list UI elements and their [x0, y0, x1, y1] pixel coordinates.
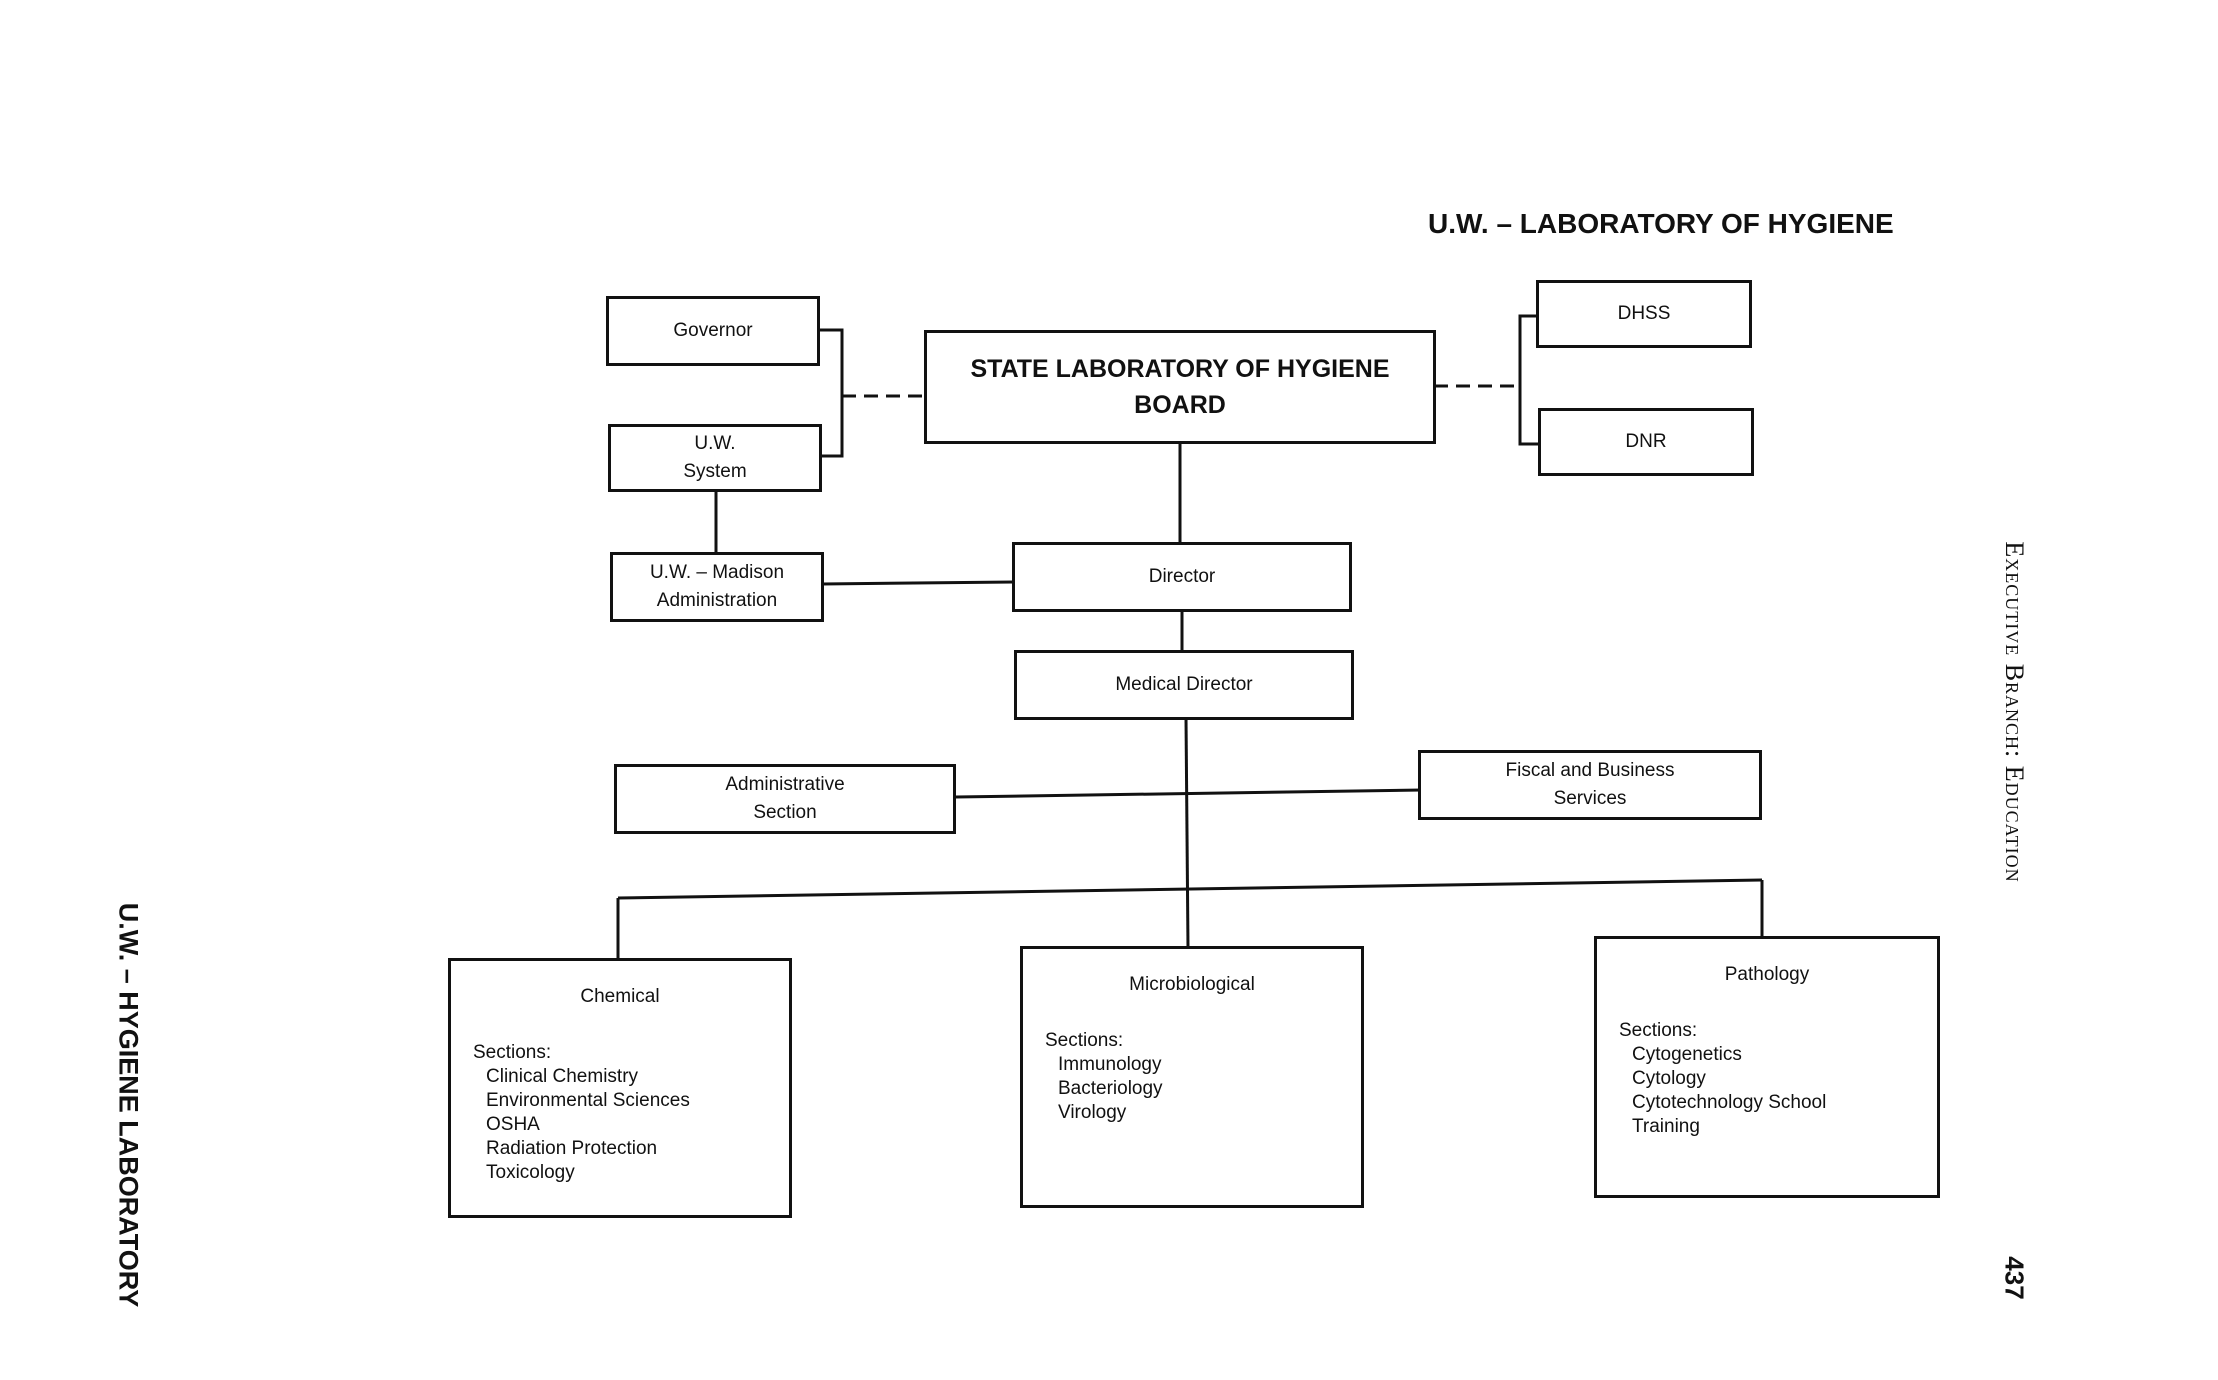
- division-pathology: Pathology Sections: Cytogenetics Cytolog…: [1594, 936, 1940, 1198]
- fiscal-line2: Services: [1553, 788, 1627, 809]
- section-item: Toxicology: [486, 1162, 575, 1183]
- section-item: Clinical Chemistry: [486, 1066, 639, 1087]
- uw-madison-label-line1: U.W. – Madison: [649, 562, 785, 583]
- section-item: Immunology: [1058, 1054, 1162, 1075]
- section-item: Training: [1632, 1116, 1700, 1137]
- division-title: Chemical: [580, 986, 660, 1007]
- dnr-label: DNR: [1625, 431, 1667, 452]
- connector-madison-director: [821, 580, 1015, 586]
- fiscal-box: Fiscal and Business Services: [1418, 750, 1762, 820]
- governor-box: Governor: [606, 296, 820, 366]
- division-title: Microbiological: [1129, 974, 1255, 995]
- sections-label: Sections:: [1045, 1030, 1124, 1051]
- board-box: STATE LABORATORY OF HYGIENE BOARD: [924, 330, 1436, 444]
- section-item: Radiation Protection: [486, 1138, 658, 1159]
- section-item: Cytogenetics: [1632, 1044, 1742, 1065]
- connector-division-bar: [617, 878, 1763, 900]
- page-title: U.W. – LABORATORY OF HYGIENE: [1428, 208, 1894, 239]
- medical-director-box: Medical Director: [1014, 650, 1354, 720]
- administrative-section-line1: Administrative: [725, 774, 845, 795]
- uw-madison-box: U.W. – Madison Administration: [610, 552, 824, 622]
- section-item: OSHA: [486, 1114, 540, 1135]
- uw-madison-label-line2: Administration: [656, 590, 778, 611]
- connector-admin-fiscal: [955, 788, 1423, 799]
- sections-label: Sections:: [473, 1042, 552, 1063]
- section-item: Cytology: [1632, 1068, 1706, 1089]
- fiscal-line1: Fiscal and Business: [1505, 760, 1675, 781]
- uw-system-box: U.W. System: [608, 424, 822, 492]
- board-label-line1: STATE LABORATORY OF HYGIENE: [970, 355, 1390, 383]
- division-sections: Sections: Cytogenetics Cytology Cytotech…: [1619, 1019, 1826, 1139]
- section-item: Bacteriology: [1058, 1078, 1163, 1099]
- board-label-line2: BOARD: [1134, 391, 1226, 419]
- medical-director-label: Medical Director: [1115, 674, 1253, 695]
- dnr-box: DNR: [1538, 408, 1754, 476]
- dhss-label: DHSS: [1617, 303, 1671, 324]
- section-item: Environmental Sciences: [486, 1090, 690, 1111]
- dhss-box: DHSS: [1536, 280, 1752, 348]
- division-microbiological: Microbiological Sections: Immunology Bac…: [1020, 946, 1364, 1208]
- administrative-section-line2: Section: [753, 802, 817, 823]
- director-box: Director: [1012, 542, 1352, 612]
- connector-medical-divisions: [1184, 717, 1190, 949]
- division-title: Pathology: [1724, 964, 1810, 985]
- uw-system-label-line2: System: [683, 461, 747, 482]
- connector-dhss-dnr: [1518, 314, 1542, 446]
- division-sections: Sections: Immunology Bacteriology Virolo…: [1045, 1029, 1163, 1125]
- connector-governor-system: [820, 328, 844, 458]
- governor-label: Governor: [673, 320, 753, 341]
- section-item: Virology: [1058, 1102, 1127, 1123]
- division-sections: Sections: Clinical Chemistry Environment…: [473, 1041, 690, 1185]
- uw-system-label-line1: U.W.: [694, 433, 736, 454]
- administrative-section-box: Administrative Section: [614, 764, 956, 834]
- director-label: Director: [1148, 566, 1216, 587]
- section-item: Cytotechnology School: [1632, 1092, 1827, 1113]
- sections-label: Sections:: [1619, 1020, 1698, 1041]
- division-chemical: Chemical Sections: Clinical Chemistry En…: [448, 958, 792, 1218]
